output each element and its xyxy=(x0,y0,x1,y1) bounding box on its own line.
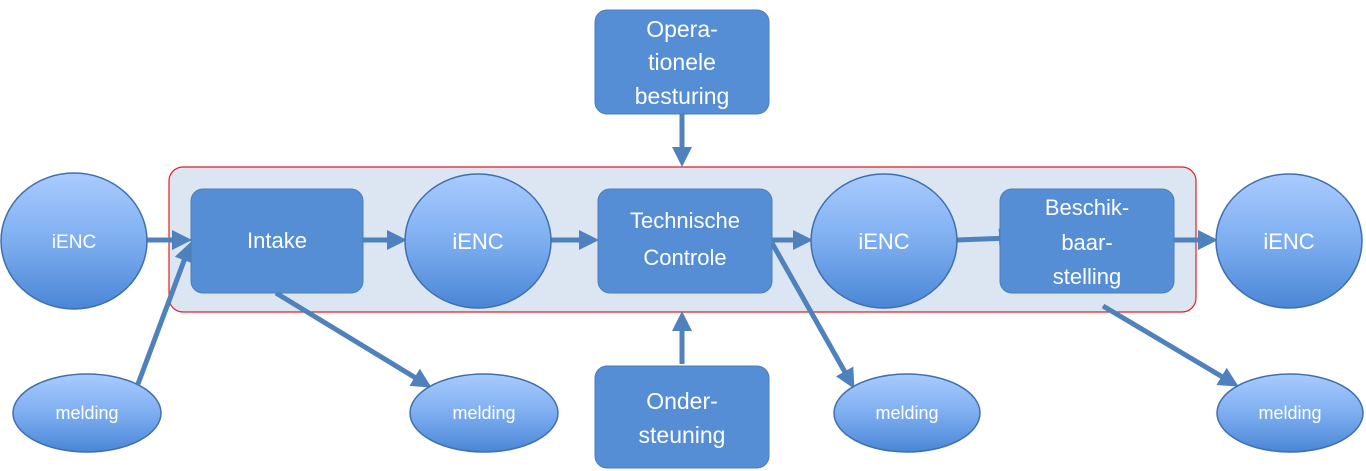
box-technische-line-1: Technische xyxy=(630,208,740,233)
oval-ienc-2-label: iENC xyxy=(858,229,909,254)
box-ondersteuning-line-1: Onder- xyxy=(646,388,718,414)
box-beschikbaar-line-3: stelling xyxy=(1053,264,1121,289)
oval-melding-2-label: melding xyxy=(452,403,515,423)
connectors xyxy=(135,114,1239,389)
arrow-beschikbaar-to-melding xyxy=(1101,303,1239,387)
box-intake: Intake xyxy=(190,188,364,294)
box-operationele-besturing: Opera- tionele besturing xyxy=(594,9,770,115)
oval-ienc-1-label: iENC xyxy=(452,229,503,254)
arrow-intake-to-melding xyxy=(274,290,432,388)
box-operationele-line-3: besturing xyxy=(635,83,730,109)
oval-ienc-input: iENC xyxy=(0,172,148,310)
box-technische-line-2: Controle xyxy=(643,245,726,270)
box-beschikbaar-line-1: Beschik- xyxy=(1045,195,1129,220)
oval-melding-2: melding xyxy=(409,373,559,453)
oval-melding-1-label: melding xyxy=(55,403,118,423)
box-ondersteuning: Onder- steuning xyxy=(594,365,770,469)
oval-ienc-input-label: iENC xyxy=(52,232,96,253)
oval-melding-4-label: melding xyxy=(1258,403,1321,423)
arrow-technische-to-melding xyxy=(769,241,855,389)
box-operationele-line-2: tionele xyxy=(648,49,716,75)
oval-melding-3: melding xyxy=(833,373,981,453)
box-intake-label: Intake xyxy=(247,228,307,253)
oval-ienc-2: iENC xyxy=(810,173,958,309)
oval-melding-4: melding xyxy=(1216,373,1364,453)
box-ondersteuning-line-2: steuning xyxy=(639,422,726,448)
oval-ienc-output: iENC xyxy=(1215,173,1363,309)
oval-ienc-output-label: iENC xyxy=(1263,229,1314,254)
arrow-melding-to-intake xyxy=(135,241,194,385)
box-operationele-line-1: Opera- xyxy=(646,16,718,42)
oval-ienc-1: iENC xyxy=(404,173,552,309)
box-beschikbaar-line-2: baar- xyxy=(1061,230,1112,255)
box-technische-controle: Technische Controle xyxy=(597,188,773,294)
oval-melding-1: melding xyxy=(12,373,162,453)
oval-melding-3-label: melding xyxy=(875,403,938,423)
box-beschikbaarstelling: Beschik- baar- stelling xyxy=(999,188,1175,294)
